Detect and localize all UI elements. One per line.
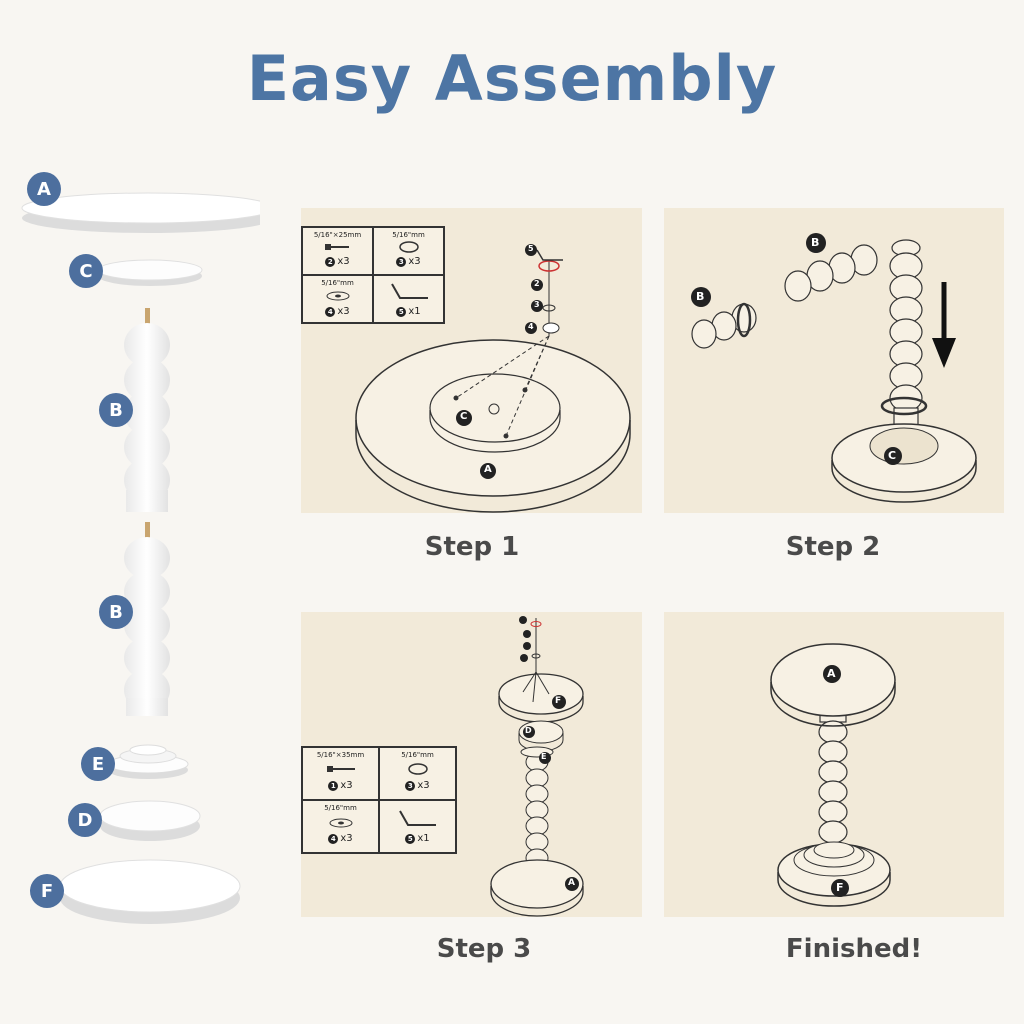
badge-e: E (81, 747, 115, 781)
step-1-callout-5: 5 (528, 244, 534, 253)
badge-b-2: B (99, 595, 133, 629)
step-3-caption: Step 3 (436, 934, 532, 964)
badge-f: F (30, 874, 64, 908)
step-1-callout-2: 2 (534, 279, 540, 288)
badge-b-1: B (99, 393, 133, 427)
part-e-ring (107, 744, 189, 779)
step-2-drawing (691, 233, 977, 503)
step-1-label-a: A (484, 464, 492, 475)
step-3-label-d: D (525, 726, 532, 735)
step-2-label-c: C (888, 449, 897, 462)
step-2-label-b-1: B (811, 236, 820, 249)
badge-d: D (68, 803, 102, 837)
badge-c: C (69, 254, 103, 288)
step-1-callout-4: 4 (528, 322, 534, 331)
finished-caption: Finished! (785, 934, 923, 964)
part-b-column-1 (124, 308, 170, 512)
step-3-label-e: E (541, 752, 547, 761)
step-3-drawing (490, 616, 584, 917)
finished-label-a: A (827, 667, 836, 680)
finished-panel: A F (664, 612, 1004, 917)
finished-label-f: F (836, 881, 844, 894)
step-2-caption: Step 2 (785, 532, 881, 562)
step-1-caption: Step 1 (424, 532, 520, 562)
step-1-label-c: C (460, 411, 468, 422)
step-1-drawing (355, 244, 631, 513)
finished-drawing (770, 643, 896, 907)
step-3-label-a: A (568, 878, 575, 888)
step-3-label-f: F (555, 696, 562, 706)
parts-illustration (21, 192, 260, 924)
page-title: Easy Assembly (246, 42, 778, 115)
badge-a: A (27, 172, 61, 206)
step-2-panel: B B C (664, 208, 1004, 513)
part-b-column-2 (124, 522, 170, 716)
step-1-callout-3: 3 (534, 300, 540, 309)
step-2-label-b-2: B (696, 290, 705, 303)
